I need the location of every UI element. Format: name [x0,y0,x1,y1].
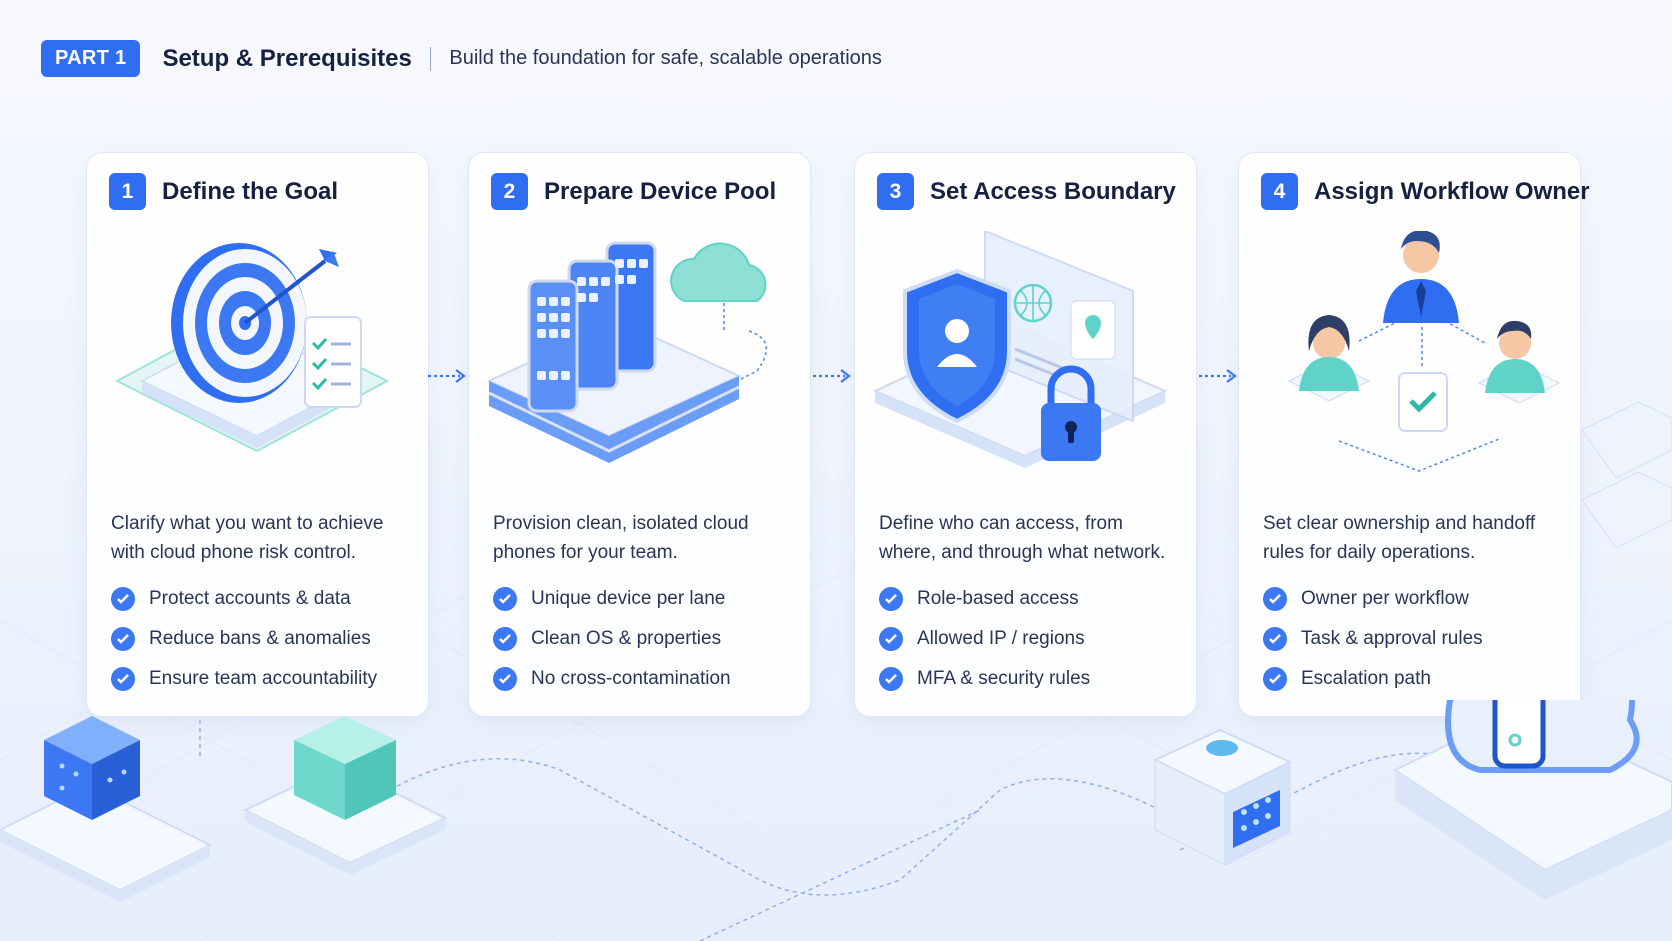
checklist-item-label: Allowed IP / regions [917,628,1085,649]
card-checklist: Role-based access Allowed IP / regions M… [879,579,1090,699]
checklist-item: Escalation path [1263,659,1483,699]
decorative-infrastructure-scene [0,700,1672,941]
card-header: 2 Prepare Device Pool [491,173,776,210]
card-description: Provision clean, isolated cloud phones f… [493,513,749,563]
check-icon [493,667,517,691]
checklist-item-label: Role-based access [917,588,1079,609]
phones-cloud-icon [486,241,767,463]
flow-arrow-icon [1199,369,1237,383]
checklist-item-label: Clean OS & properties [531,628,722,649]
checklist-item: Role-based access [879,579,1090,619]
checklist-item-label: Reduce bans & anomalies [149,628,371,649]
page-title: Setup & Prerequisites [162,44,412,72]
card-title: Prepare Device Pool [544,177,777,205]
section-header: PART 1 Setup & Prerequisites Build the f… [41,40,882,77]
card-checklist: Protect accounts & data Reduce bans & an… [111,579,377,699]
checklist-item-label: No cross-contamination [531,668,731,689]
card-description: Clarify what you want to achieve with cl… [111,513,384,563]
step-number: 1 [109,173,146,210]
card-checklist: Unique device per lane Clean OS & proper… [493,579,731,699]
checklist-item-label: MFA & security rules [917,668,1091,689]
step-card-1: 1 Define the Goal Clarify what you want … [86,152,429,717]
decorative-tiles [1581,401,1672,549]
check-icon [1263,587,1287,611]
checklist-item-label: Protect accounts & data [149,588,351,609]
checklist-item-label: Unique device per lane [531,588,726,609]
target-icon [114,243,390,453]
checklist-item-label: Owner per workflow [1301,588,1469,609]
team-owner-icon [1287,231,1561,472]
card-checklist: Owner per workflow Task & approval rules… [1263,579,1483,699]
check-icon [879,587,903,611]
page-subtitle: Build the foundation for safe, scalable … [449,47,882,69]
check-icon [111,667,135,691]
check-icon [879,627,903,651]
step-card-3: 3 Set Access Boundary Define who can acc… [854,152,1197,717]
card-title: Define the Goal [162,177,339,205]
card-header: 3 Set Access Boundary [877,173,1176,210]
check-icon [493,627,517,651]
header-divider [429,46,432,71]
checklist-item: Owner per workflow [1263,579,1483,619]
part-badge: PART 1 [41,40,141,77]
card-header: 4 Assign Workflow Owner [1261,173,1590,210]
check-icon [111,627,135,651]
flow-arrow-icon [813,369,851,383]
step-card-2: 2 Prepare Device Pool Provision clean, i… [468,152,811,717]
checklist-item: MFA & security rules [879,659,1090,699]
shield-lock-icon [872,231,1168,468]
card-header: 1 Define the Goal [109,173,338,210]
step-card-4: 4 Assign Workflow Owner Set clear owners… [1238,152,1590,717]
checklist-item-label: Ensure team accountability [149,668,378,689]
check-icon [111,587,135,611]
step-number: 3 [877,173,914,210]
checklist-item: Ensure team accountability [111,659,377,699]
check-icon [493,587,517,611]
checklist-item: Clean OS & properties [493,619,731,659]
check-icon [1263,627,1287,651]
check-icon [879,667,903,691]
checklist-item: Protect accounts & data [111,579,377,619]
step-number: 4 [1261,173,1298,210]
checklist-item: Reduce bans & anomalies [111,619,377,659]
checklist-item: No cross-contamination [493,659,731,699]
checklist-item: Unique device per lane [493,579,731,619]
step-number: 2 [491,173,528,210]
flow-arrow-icon [428,369,466,383]
checklist-item-label: Task & approval rules [1301,628,1483,649]
card-title: Set Access Boundary [930,177,1176,205]
card-description: Define who can access, from where, and t… [879,513,1166,563]
checklist-item: Task & approval rules [1263,619,1483,659]
card-title: Assign Workflow Owner [1314,177,1590,205]
checklist-item: Allowed IP / regions [879,619,1090,659]
check-icon [1263,667,1287,691]
checklist-item-label: Escalation path [1301,668,1431,689]
card-description: Set clear ownership and handoff rules fo… [1263,513,1536,563]
